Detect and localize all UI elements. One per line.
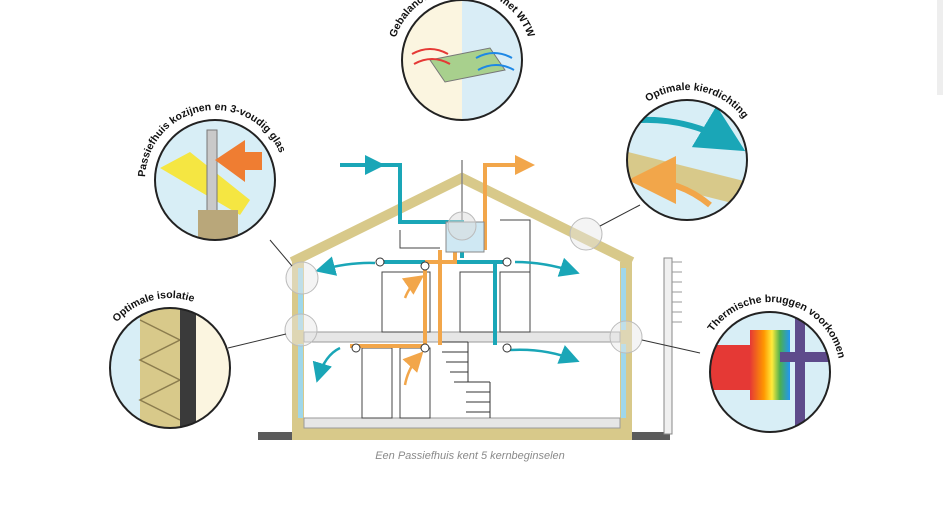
callout-insulation: [110, 308, 230, 428]
exhaust-branch: [425, 248, 457, 264]
fresh-air-in: [340, 163, 464, 258]
ground-floor: [303, 417, 621, 429]
diagram-caption: Een Passiefhuis kent 5 kernbeginselen: [375, 450, 565, 462]
foundation: [292, 428, 632, 440]
leader-lines: [227, 204, 701, 354]
upper-floor: [303, 331, 621, 343]
detail-markers: [284, 217, 643, 354]
callout-windows: [155, 120, 275, 240]
right-window-upper: [621, 268, 626, 330]
house-structure: [289, 160, 682, 440]
callout-airtightness: [627, 100, 747, 220]
callout-thermal-bridges: [710, 312, 830, 432]
staircase: [438, 341, 491, 418]
left-window-upper: [298, 268, 303, 330]
right-window-lower: [621, 344, 626, 418]
ventilation-highlight: [447, 211, 477, 241]
frame-edge: [937, 0, 943, 95]
left-window-lower: [298, 344, 303, 418]
